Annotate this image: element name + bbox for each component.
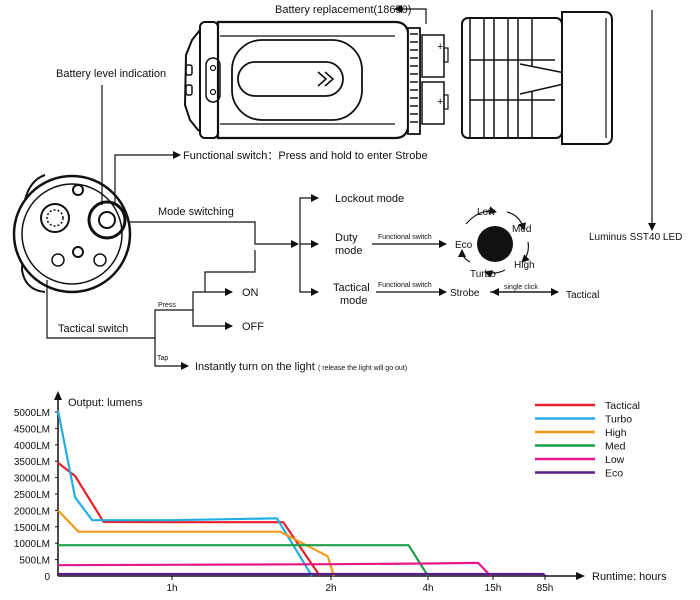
off-label: OFF — [242, 321, 264, 333]
x-tick-label: 15h — [485, 583, 502, 594]
instant-on-note: ( release the light will go out) — [318, 365, 407, 372]
functional-switch-label: Functional switch：Press and hold to ente… — [183, 150, 428, 162]
battery-level-label: Battery level indication — [56, 68, 166, 80]
y-tick-label: 3500LM — [14, 457, 50, 468]
x-tick-labels: 1h 2h 4h 15h 85h — [166, 576, 553, 594]
legend-label-low: Low — [605, 454, 625, 466]
x-tick-label: 4h — [422, 583, 433, 594]
y-axis-arrow — [54, 391, 62, 400]
chart-ylabel: Output: lumens — [68, 397, 143, 409]
legend-label-med: Med — [605, 441, 626, 453]
tactical-switch-label: Tactical switch — [58, 323, 128, 335]
tactical-mode-label-1: Tactical — [333, 282, 370, 294]
series-line-low — [57, 561, 492, 577]
chevron-icon — [317, 71, 335, 87]
tap-label: Tap — [157, 355, 168, 362]
strobe-label: Strobe — [450, 288, 480, 299]
y-tick-label: 4000LM — [14, 441, 50, 452]
single-click-small-label: single click — [504, 284, 538, 291]
chart-xlabel: Runtime: hours — [592, 571, 667, 583]
battery-plus-bottom: + — [437, 96, 443, 108]
y-tick-label: 3000LM — [14, 474, 50, 485]
x-tick-label: 1h — [166, 583, 177, 594]
tail-face — [12, 174, 132, 294]
legend-label-high: High — [605, 427, 627, 439]
press-label: Press — [158, 302, 176, 309]
tactical-label: Tactical — [566, 290, 599, 301]
cycle-turbo-label: Turbo — [470, 269, 496, 280]
tube-clip — [237, 61, 344, 97]
functional-switch-button — [87, 200, 127, 240]
y-tick-label: 500LM — [19, 556, 50, 567]
cycle-eco-label: Eco — [455, 240, 473, 251]
battery-indicator-dial — [40, 203, 70, 233]
tail-switch — [185, 64, 193, 76]
y-tick-label: 5000LM — [14, 408, 50, 419]
lockout-mode-label: Lockout mode — [335, 193, 404, 205]
on-label: ON — [242, 287, 259, 299]
mode-switching-label: Mode switching — [158, 206, 234, 218]
duty-mode-label-1: Duty — [335, 232, 358, 244]
tube-pocket — [231, 39, 363, 121]
duty-mode-cycle — [458, 206, 530, 278]
flashlight-illustration — [183, 11, 613, 145]
y-tick-label: 1500LM — [14, 523, 50, 534]
y-tick-label: 2000LM — [14, 506, 50, 517]
x-tick-label: 2h — [325, 583, 336, 594]
series-line-high — [57, 509, 335, 577]
duty-mode-label-2: mode — [335, 245, 363, 257]
cycle-med-label: Med — [512, 224, 531, 235]
legend-label-eco: Eco — [605, 468, 623, 480]
tactical-mode-label-2: mode — [340, 295, 368, 307]
battery-replacement-label: Battery replacement(18650) — [275, 4, 411, 16]
tail-cap-ring — [199, 21, 219, 139]
single-click-center-1: single — [487, 237, 504, 244]
y-tick-label: 0 — [44, 572, 50, 583]
tube-threads — [407, 27, 421, 135]
single-click-center-2: click — [489, 245, 502, 252]
instant-on-label: Instantly turn on the light — [195, 361, 315, 373]
x-tick-label: 85h — [537, 583, 554, 594]
y-tick-label: 4500LM — [14, 424, 50, 435]
chart-series — [56, 410, 546, 577]
led-label: Luminus SST40 LED — [589, 232, 682, 243]
runtime-chart: Output: lumens Runtime: hours 0 500LM 1000… — [14, 391, 667, 594]
duty-functional-switch-label: Functional switch — [378, 234, 432, 241]
y-tick-labels: 0 500LM 1000LM 1500LM 2000LM 2500LM 3000LM 3500… — [14, 408, 58, 583]
tube-bolt — [205, 57, 221, 103]
head-bezel — [561, 11, 613, 145]
tail-switch-2 — [185, 84, 193, 96]
x-axis-arrow — [576, 572, 585, 580]
series-line-tactical — [57, 461, 321, 577]
y-tick-label: 1000LM — [14, 539, 50, 550]
cycle-low-label: Low — [477, 207, 496, 218]
battery-plus-top: + — [437, 41, 443, 53]
cycle-high-label: High — [514, 260, 535, 271]
series-line-turbo — [56, 410, 313, 577]
tactical-functional-switch-label: Functional switch — [378, 282, 432, 289]
series-line-eco — [58, 572, 546, 577]
single-click-circle — [477, 226, 513, 262]
tail-view-illustration — [12, 174, 132, 294]
tube-grooves — [220, 35, 395, 125]
y-tick-label: 2500LM — [14, 490, 50, 501]
legend-label-turbo: Turbo — [605, 414, 632, 426]
series-line-med — [58, 544, 429, 577]
legend-label-tactical: Tactical — [605, 400, 640, 412]
